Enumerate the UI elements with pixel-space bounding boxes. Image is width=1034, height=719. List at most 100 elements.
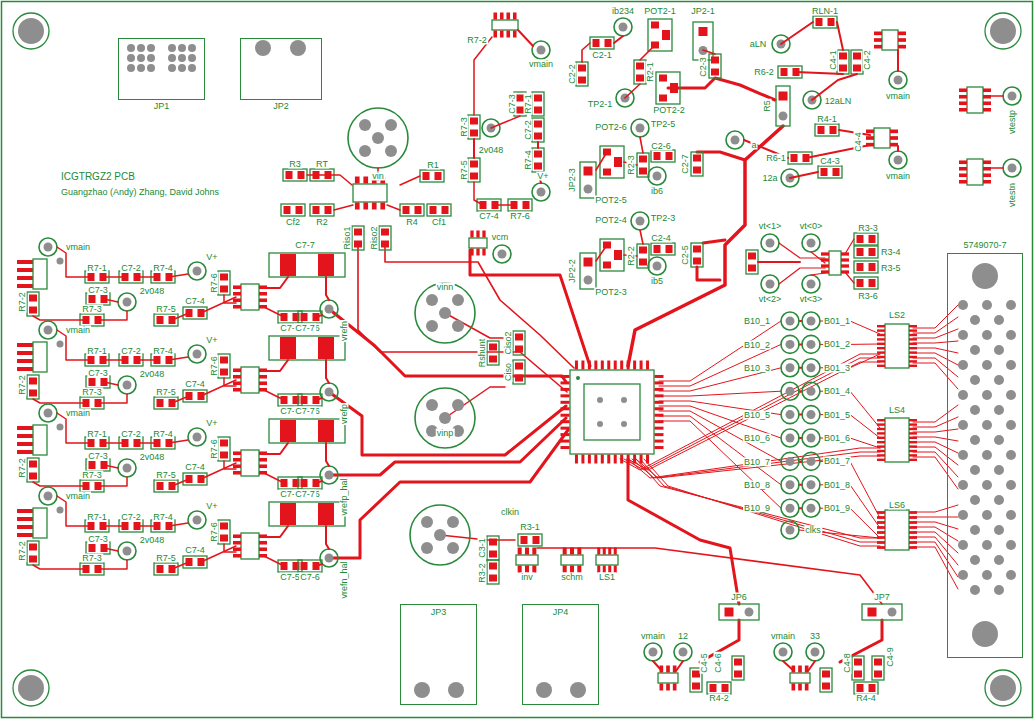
copper-pad xyxy=(877,334,885,336)
copper-pad xyxy=(259,541,267,545)
drill-hole xyxy=(970,495,980,505)
copper-trace xyxy=(33,565,86,569)
copper-pad xyxy=(442,206,449,214)
copper-pad xyxy=(877,347,885,349)
copper-pad xyxy=(515,375,523,382)
drill-hole xyxy=(994,435,1004,445)
silkscreen-label: 2v048 xyxy=(139,453,166,462)
silkscreen-label: C7-2 xyxy=(120,430,142,439)
silkscreen-label: vtestn xyxy=(1008,182,1017,208)
copper-trace xyxy=(640,459,880,542)
silk-outline xyxy=(719,604,759,620)
drill-hole xyxy=(57,507,64,514)
silkscreen-label: R2-1 xyxy=(646,61,655,83)
silkscreen-label: R4-2 xyxy=(708,694,730,703)
silk-ring xyxy=(781,452,799,470)
copper-trace xyxy=(172,396,189,403)
copper-pad xyxy=(805,684,809,691)
silk-ring xyxy=(806,643,824,661)
copper-pad xyxy=(470,231,473,238)
silkscreen-label: R6-1 xyxy=(765,154,787,163)
silk-outline xyxy=(651,150,675,162)
copper-trace xyxy=(796,72,843,74)
copper-trace xyxy=(913,348,958,353)
silk-outline xyxy=(27,541,39,565)
silkscreen-label: C2-2 xyxy=(568,63,577,85)
drill-hole xyxy=(18,18,44,44)
connector-footprint: JP3 xyxy=(400,604,477,705)
copper-pad xyxy=(233,471,241,475)
silkscreen-label: B10_9 xyxy=(743,504,771,513)
drill-hole xyxy=(44,243,53,252)
copper-pad xyxy=(563,566,567,573)
copper-pad xyxy=(561,388,570,391)
drill-hole xyxy=(990,675,1016,701)
copper-pad xyxy=(280,337,296,359)
copper-pad xyxy=(532,566,536,573)
copper-trace xyxy=(103,442,125,444)
silkscreen-label: vt<0> xyxy=(799,222,824,231)
silkscreen-label: POT2-4 xyxy=(594,216,628,225)
silkscreen-label: C7-3 xyxy=(508,93,517,115)
silk-ring xyxy=(726,131,744,149)
silkscreen-label: vinp xyxy=(436,429,455,438)
drill-hole xyxy=(44,326,53,335)
copper-trace xyxy=(913,522,958,529)
silk-outline xyxy=(298,477,322,489)
copper-pad xyxy=(233,534,241,538)
silkscreen-label: vmain xyxy=(65,326,91,335)
copper-pad xyxy=(655,375,664,378)
copper-pad xyxy=(233,368,241,372)
drill-hole xyxy=(452,320,464,332)
silkscreen-label: C3-1 xyxy=(478,537,487,559)
drill-hole xyxy=(970,435,980,445)
copper-pad xyxy=(29,556,37,563)
drill-hole xyxy=(1006,300,1016,310)
silk-outline xyxy=(33,342,47,372)
drill-hole xyxy=(127,64,135,72)
copper-pad xyxy=(355,177,360,184)
silk-outline xyxy=(400,204,424,216)
silk-ring xyxy=(118,376,136,394)
copper-pad xyxy=(877,343,885,345)
copper-pad xyxy=(898,45,906,49)
copper-trace xyxy=(326,526,329,549)
copper-trace xyxy=(653,661,662,671)
drill-hole xyxy=(958,420,968,430)
drill-hole xyxy=(807,317,816,326)
drill-hole xyxy=(188,54,196,62)
drill-hole xyxy=(127,44,135,52)
drill-hole xyxy=(982,420,992,430)
drill-hole xyxy=(807,457,816,466)
copper-trace xyxy=(169,274,188,277)
copper-trace xyxy=(779,268,825,284)
copper-pad xyxy=(29,378,37,385)
silk-outline xyxy=(427,204,451,216)
silk-outline xyxy=(218,354,230,378)
drill-hole xyxy=(255,40,271,56)
silkscreen-label: C2-1 xyxy=(591,51,613,60)
silkscreen-label: LS4 xyxy=(888,406,906,415)
copper-pad xyxy=(381,229,389,236)
silk-ring xyxy=(188,511,206,529)
silk-outline xyxy=(818,166,842,178)
copper-pad xyxy=(874,671,882,678)
silkscreen-label: clks xyxy=(804,526,822,535)
copper-pad xyxy=(220,452,228,459)
copper-trace xyxy=(307,175,352,185)
drill-hole xyxy=(193,516,202,525)
copper-pad xyxy=(909,325,917,327)
drill-hole xyxy=(994,555,1004,565)
copper-pad xyxy=(284,206,291,214)
copper-pad xyxy=(233,554,241,558)
copper-pad xyxy=(655,401,664,404)
silk-ring xyxy=(1003,87,1021,105)
silkscreen-label: R4-1 xyxy=(816,115,838,124)
silk-outline xyxy=(532,148,544,172)
copper-pad xyxy=(430,206,437,214)
copper-trace xyxy=(201,463,236,479)
copper-trace xyxy=(495,204,514,206)
copper-trace xyxy=(644,459,880,546)
copper-pad xyxy=(489,575,497,582)
silkscreen-label: vt<1> xyxy=(758,222,783,231)
